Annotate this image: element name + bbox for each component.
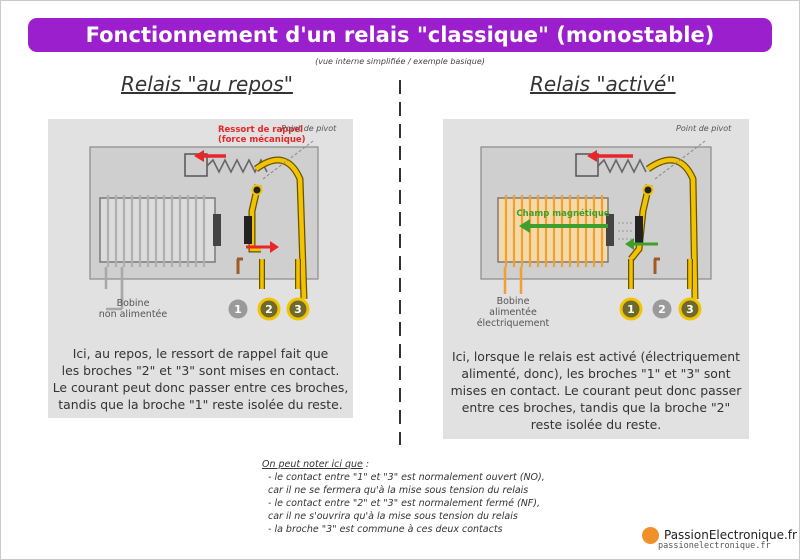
left-relay-diagram: 1 2 3 Ressort de rappel (force mécanique…	[89, 124, 337, 321]
page-subtitle: (vue interne simplifiée / exemple basiqu…	[315, 57, 485, 66]
coil-label-1: Bobine	[117, 298, 150, 309]
right-pin-1-label: 1	[627, 303, 635, 316]
note-line: - le contact entre "2" et "3" est normal…	[268, 498, 540, 509]
magnetic-field-arrow	[519, 219, 608, 233]
coil-label-2: alimentée	[489, 307, 537, 318]
left-pin-1	[228, 299, 248, 319]
right-relay-diagram: 1 2 3 Point de pivot Champ magnétique Bo…	[477, 124, 732, 329]
coil-idle	[99, 195, 221, 267]
left-pin-3	[289, 300, 307, 318]
left-heading: Relais "au repos"	[121, 72, 293, 96]
right-pin-1	[622, 300, 640, 318]
brand-url: passionelectronique.fr	[658, 541, 771, 551]
spring-label-2: (force mécanique)	[218, 134, 306, 145]
right-pin-3	[681, 300, 699, 318]
pivot-point	[642, 184, 654, 196]
notes-block: On peut noter ici que : - le contact ent…	[262, 459, 545, 535]
field-label: Champ magnétique	[516, 208, 610, 219]
coil-label-2: non alimentée	[99, 309, 168, 320]
right-pin-2	[652, 299, 672, 319]
brand-logo: PassionElectronique.fr	[642, 527, 797, 553]
left-pin-2	[260, 300, 278, 318]
return-spring	[575, 153, 647, 177]
coil-label-3: électriquement	[477, 318, 550, 329]
logo-icon	[642, 527, 659, 544]
coil-active	[497, 195, 614, 267]
note-line: - la broche "3" est commune à ces deux c…	[268, 524, 503, 535]
contact-arrow	[246, 241, 279, 253]
right-description: Ici, lorsque le relais est activé (élect…	[450, 349, 742, 432]
right-pin-3-label: 3	[686, 303, 694, 316]
page-title: Fonctionnement d'un relais "classique" (…	[28, 18, 772, 52]
left-pin-2-label: 2	[265, 303, 273, 316]
note-line: car il ne s'ouvrira qu'à la mise sous te…	[268, 511, 518, 522]
spring-arrow	[194, 150, 226, 162]
right-heading: Relais "activé"	[530, 72, 676, 96]
left-pin-1-label: 1	[234, 303, 242, 316]
center-divider	[399, 80, 401, 445]
left-description: Ici, au repos, le ressort de rappel fait…	[52, 346, 349, 412]
pivot-label: Point de pivot	[281, 124, 337, 133]
coil-label-1: Bobine	[497, 296, 530, 307]
pivot-point	[251, 184, 263, 196]
left-pin-3-label: 3	[294, 303, 302, 316]
right-pin-2-label: 2	[658, 303, 666, 316]
pivot-label: Point de pivot	[676, 124, 732, 133]
armature-arrow	[625, 238, 658, 250]
brand-name: PassionElectronique.fr	[664, 528, 797, 542]
note-line: - le contact entre "1" et "3" est normal…	[268, 472, 545, 483]
notes-heading: On peut noter ici que	[262, 459, 363, 470]
spring-arrow	[587, 150, 633, 162]
spring-label-1: Ressort de rappel	[218, 125, 303, 135]
note-line: car il ne se fermera qu'à la mise sous t…	[268, 485, 529, 496]
